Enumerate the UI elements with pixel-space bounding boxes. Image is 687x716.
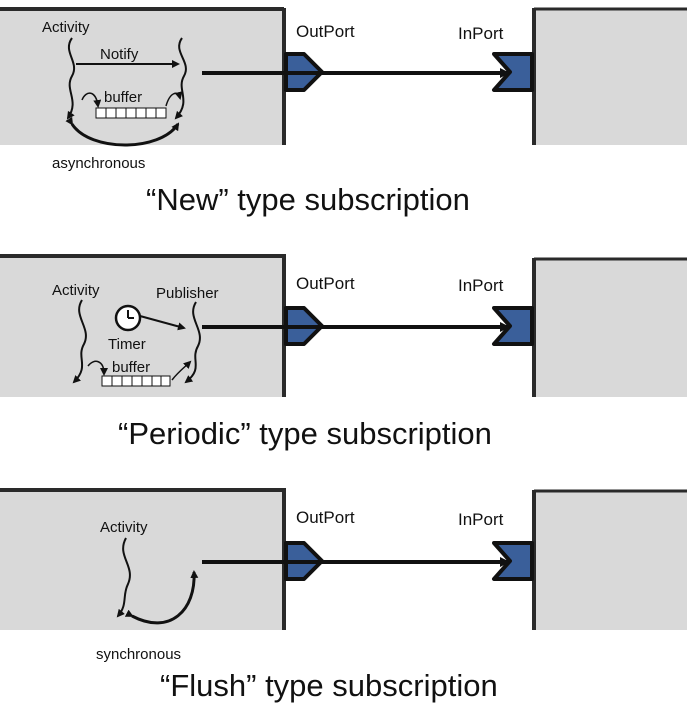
source-component (0, 488, 286, 630)
activity-thread-left (66, 37, 75, 120)
outport-label: OutPort (296, 22, 355, 41)
synchronous-label: synchronous (96, 646, 181, 663)
buffer-read-arrow (165, 91, 183, 107)
synchronous-arc (124, 570, 199, 625)
inport-shape (492, 306, 534, 346)
caption-new: “New” type subscription (146, 182, 470, 217)
inport-label: InPort (458, 24, 504, 43)
inport-shape (492, 52, 534, 92)
activity-label: Activity (100, 519, 148, 536)
panel-periodic: OutPort InPort Activity Publisher Timer … (0, 254, 687, 451)
buffer-read-arrow (171, 360, 192, 381)
activity-thread (72, 299, 87, 384)
caption-periodic: “Periodic” type subscription (118, 416, 492, 451)
notify-label: Notify (100, 46, 139, 63)
outport-label: OutPort (296, 508, 355, 527)
panel-flush: OutPort InPort Activity synchronous “Flu… (0, 488, 687, 703)
timer-trigger-arrow (139, 315, 186, 331)
timer-label: Timer (108, 336, 146, 353)
target-component (532, 7, 687, 145)
outport-label: OutPort (296, 274, 355, 293)
panel-new: OutPort InPort Activity Notify buffer as… (0, 7, 687, 217)
buffer-queue (95, 107, 167, 119)
buffer-write-arrow (81, 92, 102, 108)
buffer-label: buffer (104, 89, 142, 106)
activity-label: Activity (42, 19, 90, 36)
target-component (532, 257, 687, 397)
clock-icon (114, 304, 142, 332)
inport-label: InPort (458, 276, 504, 295)
caption-flush: “Flush” type subscription (160, 668, 498, 703)
publisher-label: Publisher (156, 285, 219, 302)
activity-thread-right (174, 37, 187, 120)
buffer-label: buffer (112, 359, 150, 376)
inport-label: InPort (458, 510, 504, 529)
asynchronous-arc (65, 116, 180, 147)
buffer-write-arrow (87, 360, 108, 376)
asynchronous-label: asynchronous (52, 155, 145, 172)
buffer-queue (101, 375, 171, 387)
inport-shape (492, 541, 534, 581)
activity-label: Activity (52, 282, 100, 299)
target-component (532, 489, 687, 630)
publisher-thread (184, 301, 201, 384)
